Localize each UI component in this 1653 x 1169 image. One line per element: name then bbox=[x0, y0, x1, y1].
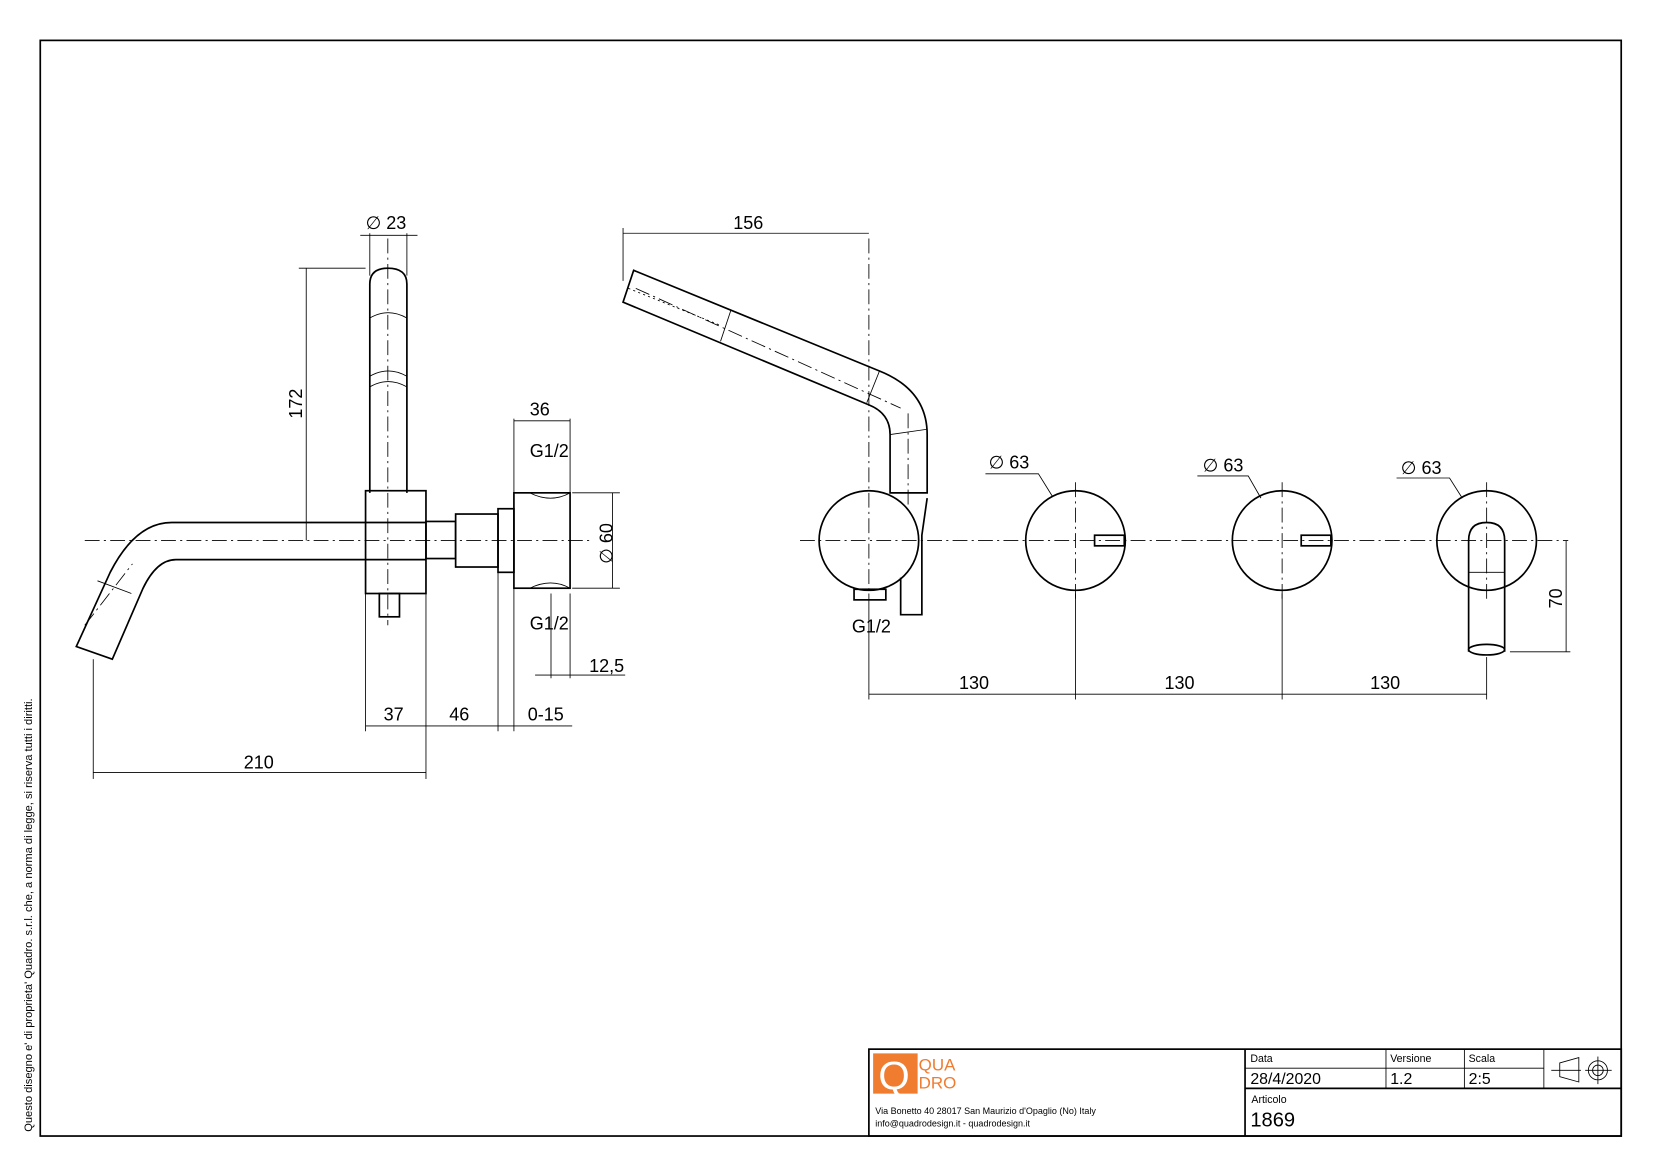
versione-label: Versione bbox=[1390, 1053, 1431, 1065]
side-view: ∅ 23 172 36 G1/2 ∅ 60 G1/2 12,5 37 46 0-… bbox=[75, 213, 626, 779]
dim-g12-bottom: G1/2 bbox=[530, 614, 569, 634]
spout-outline bbox=[75, 521, 426, 661]
title-block: Q QUA DRO Via Bonetto 40 28017 San Mauri… bbox=[868, 1048, 1623, 1137]
drawing-frame bbox=[39, 39, 1623, 1137]
dim-70: 70 bbox=[1546, 588, 1566, 608]
company-contacts: info@quadrodesign.it - quadrodesign.it bbox=[875, 1118, 1030, 1128]
dim-0-15: 0-15 bbox=[528, 705, 564, 725]
dim-36: 36 bbox=[530, 399, 550, 419]
dim-diam-63-1: ∅ 63 bbox=[989, 452, 1030, 472]
handle-pipe bbox=[368, 267, 408, 493]
versione-value: 1.2 bbox=[1390, 1071, 1412, 1088]
quadro-logo: Q QUA DRO bbox=[873, 1053, 956, 1098]
valve-body bbox=[364, 489, 427, 595]
dim-diam-63-2: ∅ 63 bbox=[1203, 456, 1244, 476]
articolo-label: Articolo bbox=[1251, 1094, 1286, 1106]
dim-diam-23: ∅ 23 bbox=[366, 213, 407, 233]
dim-g12-front: G1/2 bbox=[852, 617, 891, 637]
svg-text:Q: Q bbox=[878, 1053, 909, 1098]
nut bbox=[425, 520, 457, 560]
dim-g12-top: G1/2 bbox=[530, 441, 569, 461]
scala-label: Scala bbox=[1469, 1053, 1496, 1065]
data-value: 28/4/2020 bbox=[1250, 1071, 1321, 1088]
articolo-value: 1869 bbox=[1250, 1109, 1295, 1131]
svg-text:QUA: QUA bbox=[919, 1055, 956, 1074]
dim-130-1: 130 bbox=[959, 673, 989, 693]
first-angle-projection-icon bbox=[1551, 1056, 1612, 1085]
dim-diam-63-3: ∅ 63 bbox=[1401, 458, 1442, 478]
dim-210: 210 bbox=[244, 752, 274, 772]
copyright-note: Questo disegno e' di proprieta' Quadro. … bbox=[23, 698, 35, 1131]
dim-172: 172 bbox=[286, 389, 306, 419]
dim-12-5: 12,5 bbox=[589, 656, 624, 676]
hand-shower bbox=[622, 269, 929, 494]
dim-37: 37 bbox=[384, 705, 404, 725]
front-view: G1/2 156 ∅ 63 ∅ 63 ∅ 63 130 130 130 7 bbox=[622, 213, 1571, 700]
svg-text:DRO: DRO bbox=[919, 1073, 957, 1092]
dim-130-3: 130 bbox=[1370, 673, 1400, 693]
dim-156: 156 bbox=[733, 213, 763, 233]
dim-diam-60: ∅ 60 bbox=[596, 523, 616, 564]
data-label: Data bbox=[1250, 1053, 1272, 1065]
company-address: Via Bonetto 40 28017 San Maurizio d'Opag… bbox=[875, 1106, 1096, 1116]
scala-value: 2:5 bbox=[1469, 1071, 1491, 1088]
dim-130-2: 130 bbox=[1165, 673, 1195, 693]
dim-46: 46 bbox=[449, 705, 469, 725]
